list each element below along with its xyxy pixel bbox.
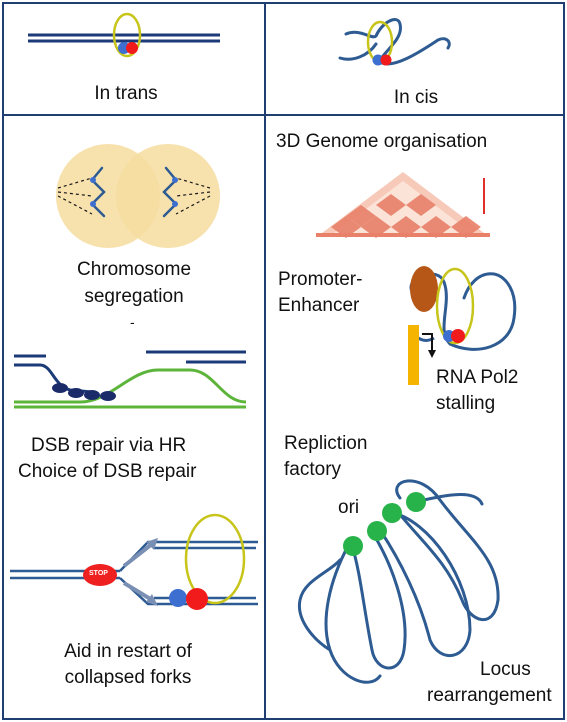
cohesin-subunit-red [380,54,392,66]
restart-arrow-up [122,542,154,568]
segregation-label-line1: Chromosome [76,259,192,280]
cohesin-ring [184,513,246,605]
dna-loop [338,18,451,66]
fork-label-line1: Aid in restart of [64,641,192,662]
locus-label-line2: rearrangement [427,685,552,706]
factory-label-line2: factory [284,459,342,480]
cohesin-subunit-red [451,329,465,343]
separator-mark: - [130,314,135,330]
fork-label-line2: collapsed forks [64,667,192,688]
sister-chromatids-left [90,166,106,218]
dsb-label-line2: Choice of DSB repair [18,461,197,482]
sister-chromatids-right [162,166,178,218]
rna-pol2 [408,325,419,385]
dsb-repair-cartoon [14,350,247,409]
factory-label-line1: Repliction [284,433,368,454]
cohesin-subunit-blue [372,54,384,66]
replication-factory-cartoon [297,479,500,684]
cohesin-ring [112,12,142,58]
cohesin-subunit-blue [169,589,187,607]
locus-label-line1: Locus [480,659,531,680]
in-cis-label: In cis [393,87,439,108]
mediator [410,266,438,312]
promoter-label-line1: Promoter- [278,269,363,290]
homologous-template [14,368,247,404]
stop-label: STOP [89,570,108,577]
ori-origins [343,492,426,556]
pol2-label-line2: stalling [436,393,496,414]
tss-arrow [422,333,433,352]
promoter-label-line2: Enhancer [278,295,360,316]
collapsed-fork-cartoon [10,513,258,610]
genome-organisation-label: 3D Genome organisation [276,131,488,152]
in-trans-cartoon [28,12,220,58]
stop-sign [83,564,117,586]
cohesin-ring [435,267,475,345]
in-trans-label: In trans [94,83,158,104]
dsb-label-line1: DSB repair via HR [31,435,187,456]
ori-label: ori [338,497,360,518]
cohesin-subunit-red [186,588,208,610]
cohesin-subunit-red [126,42,138,54]
hic-heatmap [316,172,490,238]
restart-arrow-down [122,581,154,602]
promoter-enhancer-cartoon [408,266,517,385]
in-cis-cartoon [338,18,451,66]
segregation-label-line2: segregation [84,286,184,307]
enhancer-loop [409,272,517,351]
segregation-cartoon [56,144,220,248]
pol2-label-line1: RNA Pol2 [436,367,519,388]
